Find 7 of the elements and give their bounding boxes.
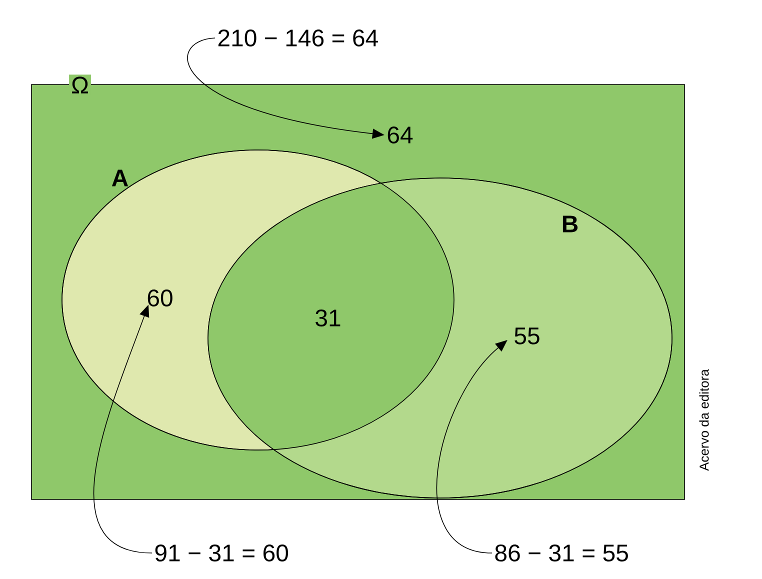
- set-label: A: [112, 170, 128, 186]
- count-number: 64: [388, 126, 413, 144]
- count-number: 60: [148, 290, 172, 306]
- formula-text: 91 − 31 = 60: [155, 544, 288, 562]
- formula-text: 210 − 146 = 64: [218, 30, 378, 46]
- credit-text: Acervo da editora: [699, 369, 709, 471]
- formula-text: 86 − 31 = 55: [495, 544, 628, 562]
